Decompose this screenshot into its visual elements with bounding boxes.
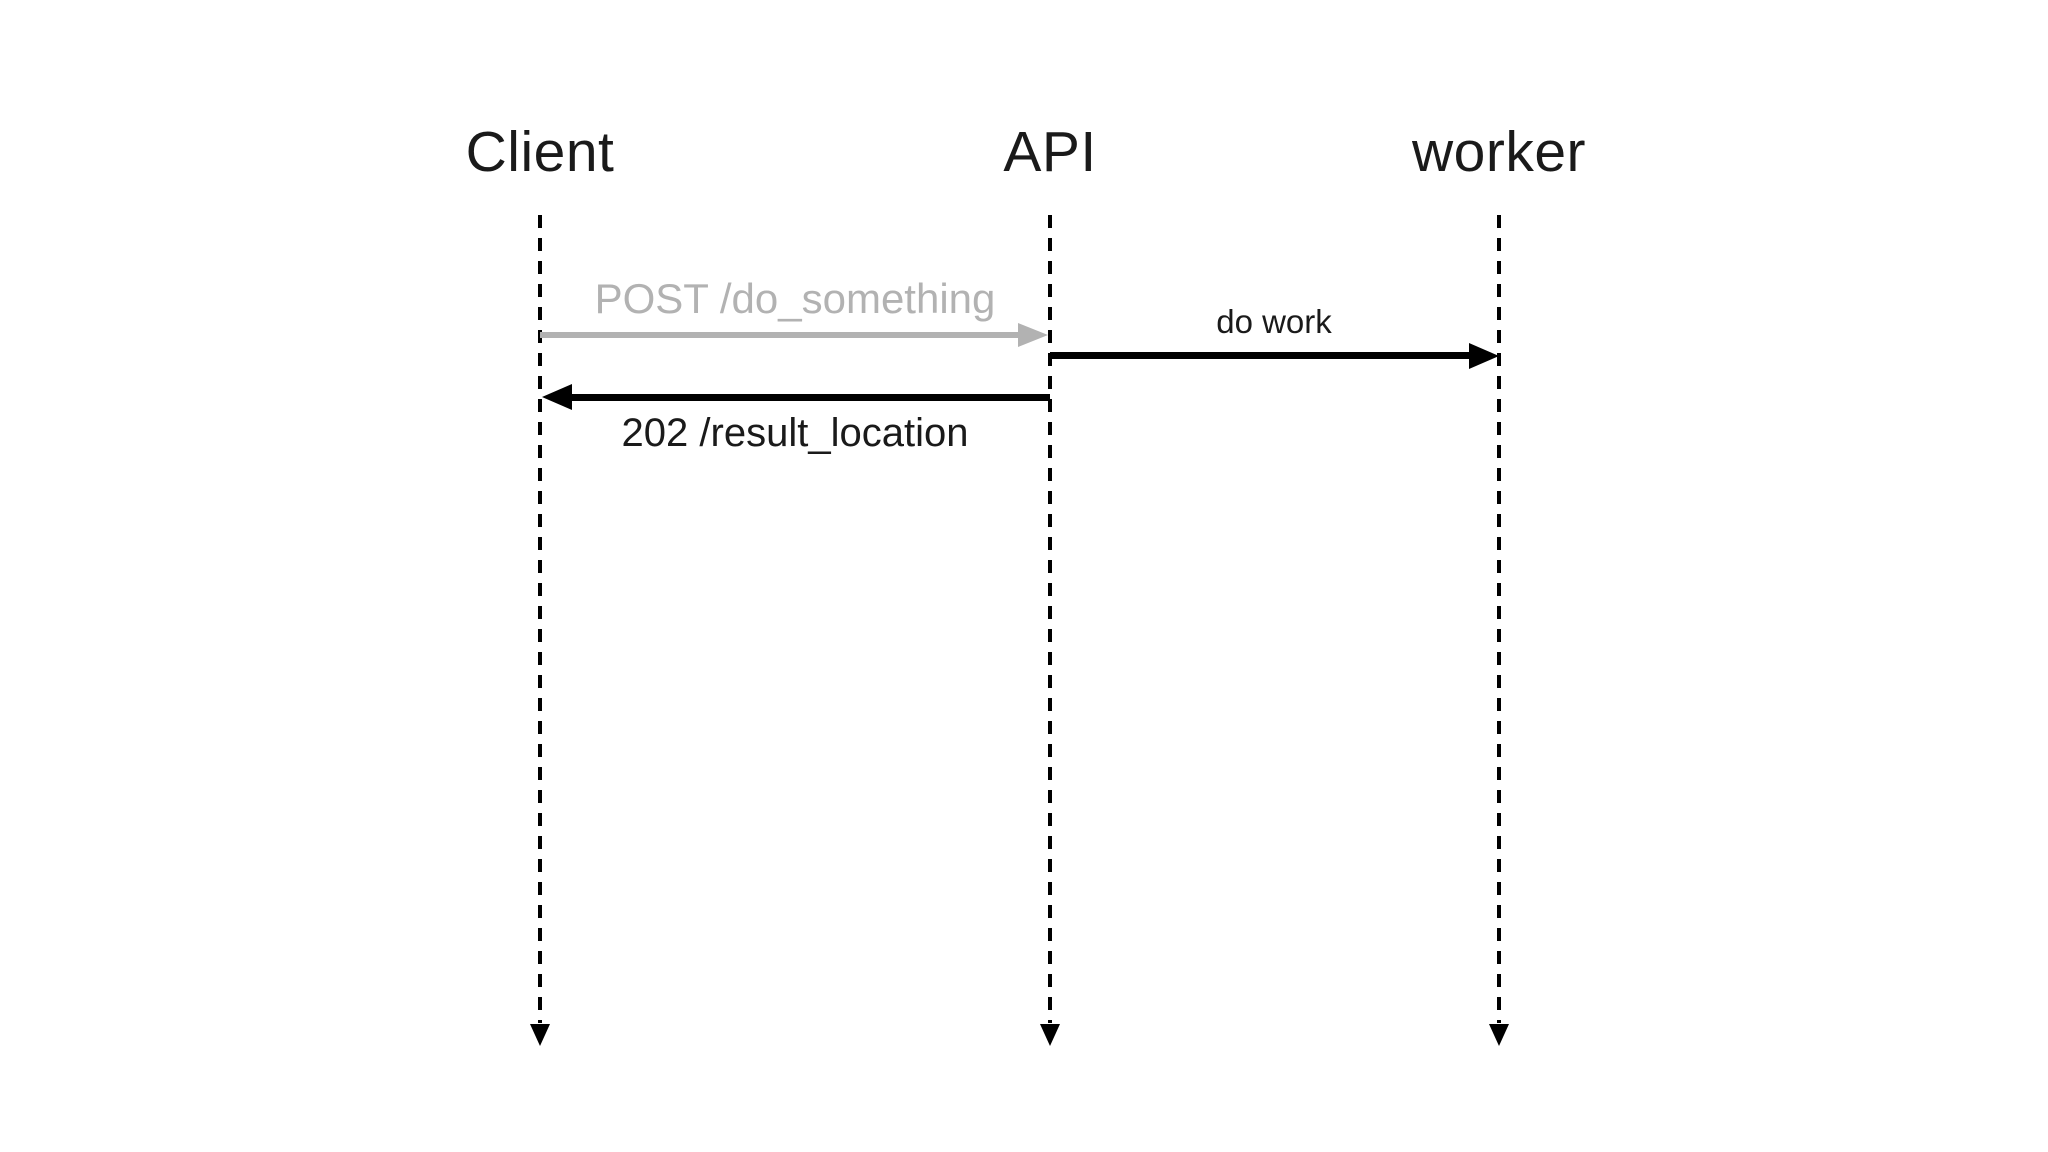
message-arrow-do-work-shaft — [1050, 352, 1471, 359]
message-arrow-202-shaft — [570, 394, 1050, 401]
message-label-post-do-something: POST /do_something — [594, 275, 996, 322]
arrow-down-icon — [530, 1024, 550, 1046]
arrow-down-icon — [1489, 1024, 1509, 1046]
participant-label-client: Client — [465, 120, 615, 184]
arrow-left-icon — [542, 384, 572, 410]
participant-label-worker: worker — [1411, 120, 1587, 184]
lifeline-worker — [1497, 215, 1501, 1023]
arrow-down-icon — [1040, 1024, 1060, 1046]
lifeline-api — [1048, 215, 1052, 1023]
participant-label-api: API — [1003, 120, 1097, 184]
arrow-right-icon — [1469, 343, 1499, 369]
lifeline-client — [538, 215, 542, 1023]
message-arrow-post-shaft — [540, 332, 1020, 338]
message-label-do-work: do work — [1216, 303, 1332, 340]
message-label-202-result-location: 202 /result_location — [621, 411, 969, 455]
arrow-right-icon — [1018, 323, 1048, 347]
